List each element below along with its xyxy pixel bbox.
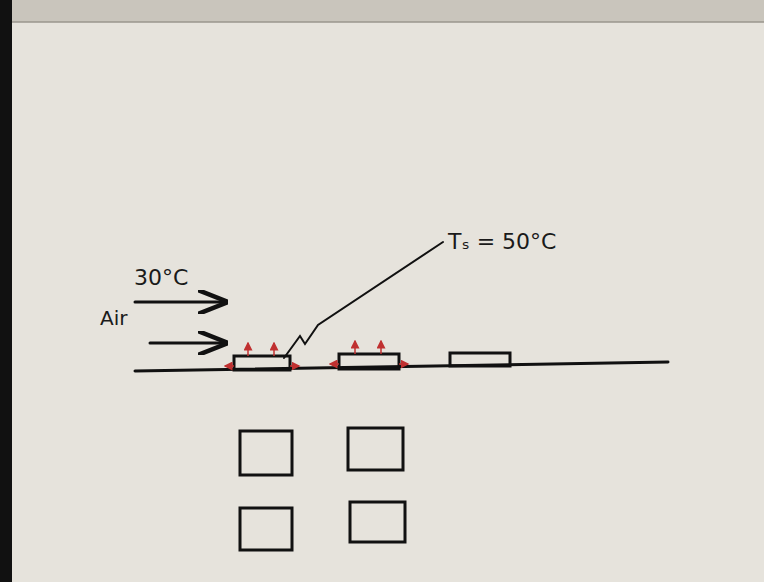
- heat-arrow: [290, 365, 299, 367]
- component-square: [240, 431, 292, 475]
- board-line: [135, 362, 668, 371]
- heat-arrow: [399, 363, 408, 365]
- chip: [339, 354, 399, 369]
- leader-line: [284, 242, 443, 358]
- heat-arrow: [273, 343, 275, 356]
- flow-arrow: [150, 342, 225, 345]
- temperature-label: Tₛ = 50°C: [448, 230, 556, 254]
- heat-arrow: [380, 341, 382, 354]
- flow-arrow: [135, 301, 225, 304]
- heat-arrow: [330, 363, 339, 365]
- component-square: [350, 502, 405, 542]
- chip: [450, 353, 510, 366]
- flow-label: Air: [100, 307, 127, 329]
- top-edge: [12, 21, 764, 23]
- dark-edge: [0, 0, 12, 582]
- heat-arrow: [354, 341, 356, 354]
- heat-arrow: [225, 365, 234, 367]
- top-band: [12, 0, 764, 22]
- component-square: [240, 508, 292, 550]
- chip: [234, 356, 290, 370]
- heat-arrow: [247, 343, 249, 356]
- component-square: [348, 428, 403, 470]
- temperature-label: 30°C: [134, 266, 188, 290]
